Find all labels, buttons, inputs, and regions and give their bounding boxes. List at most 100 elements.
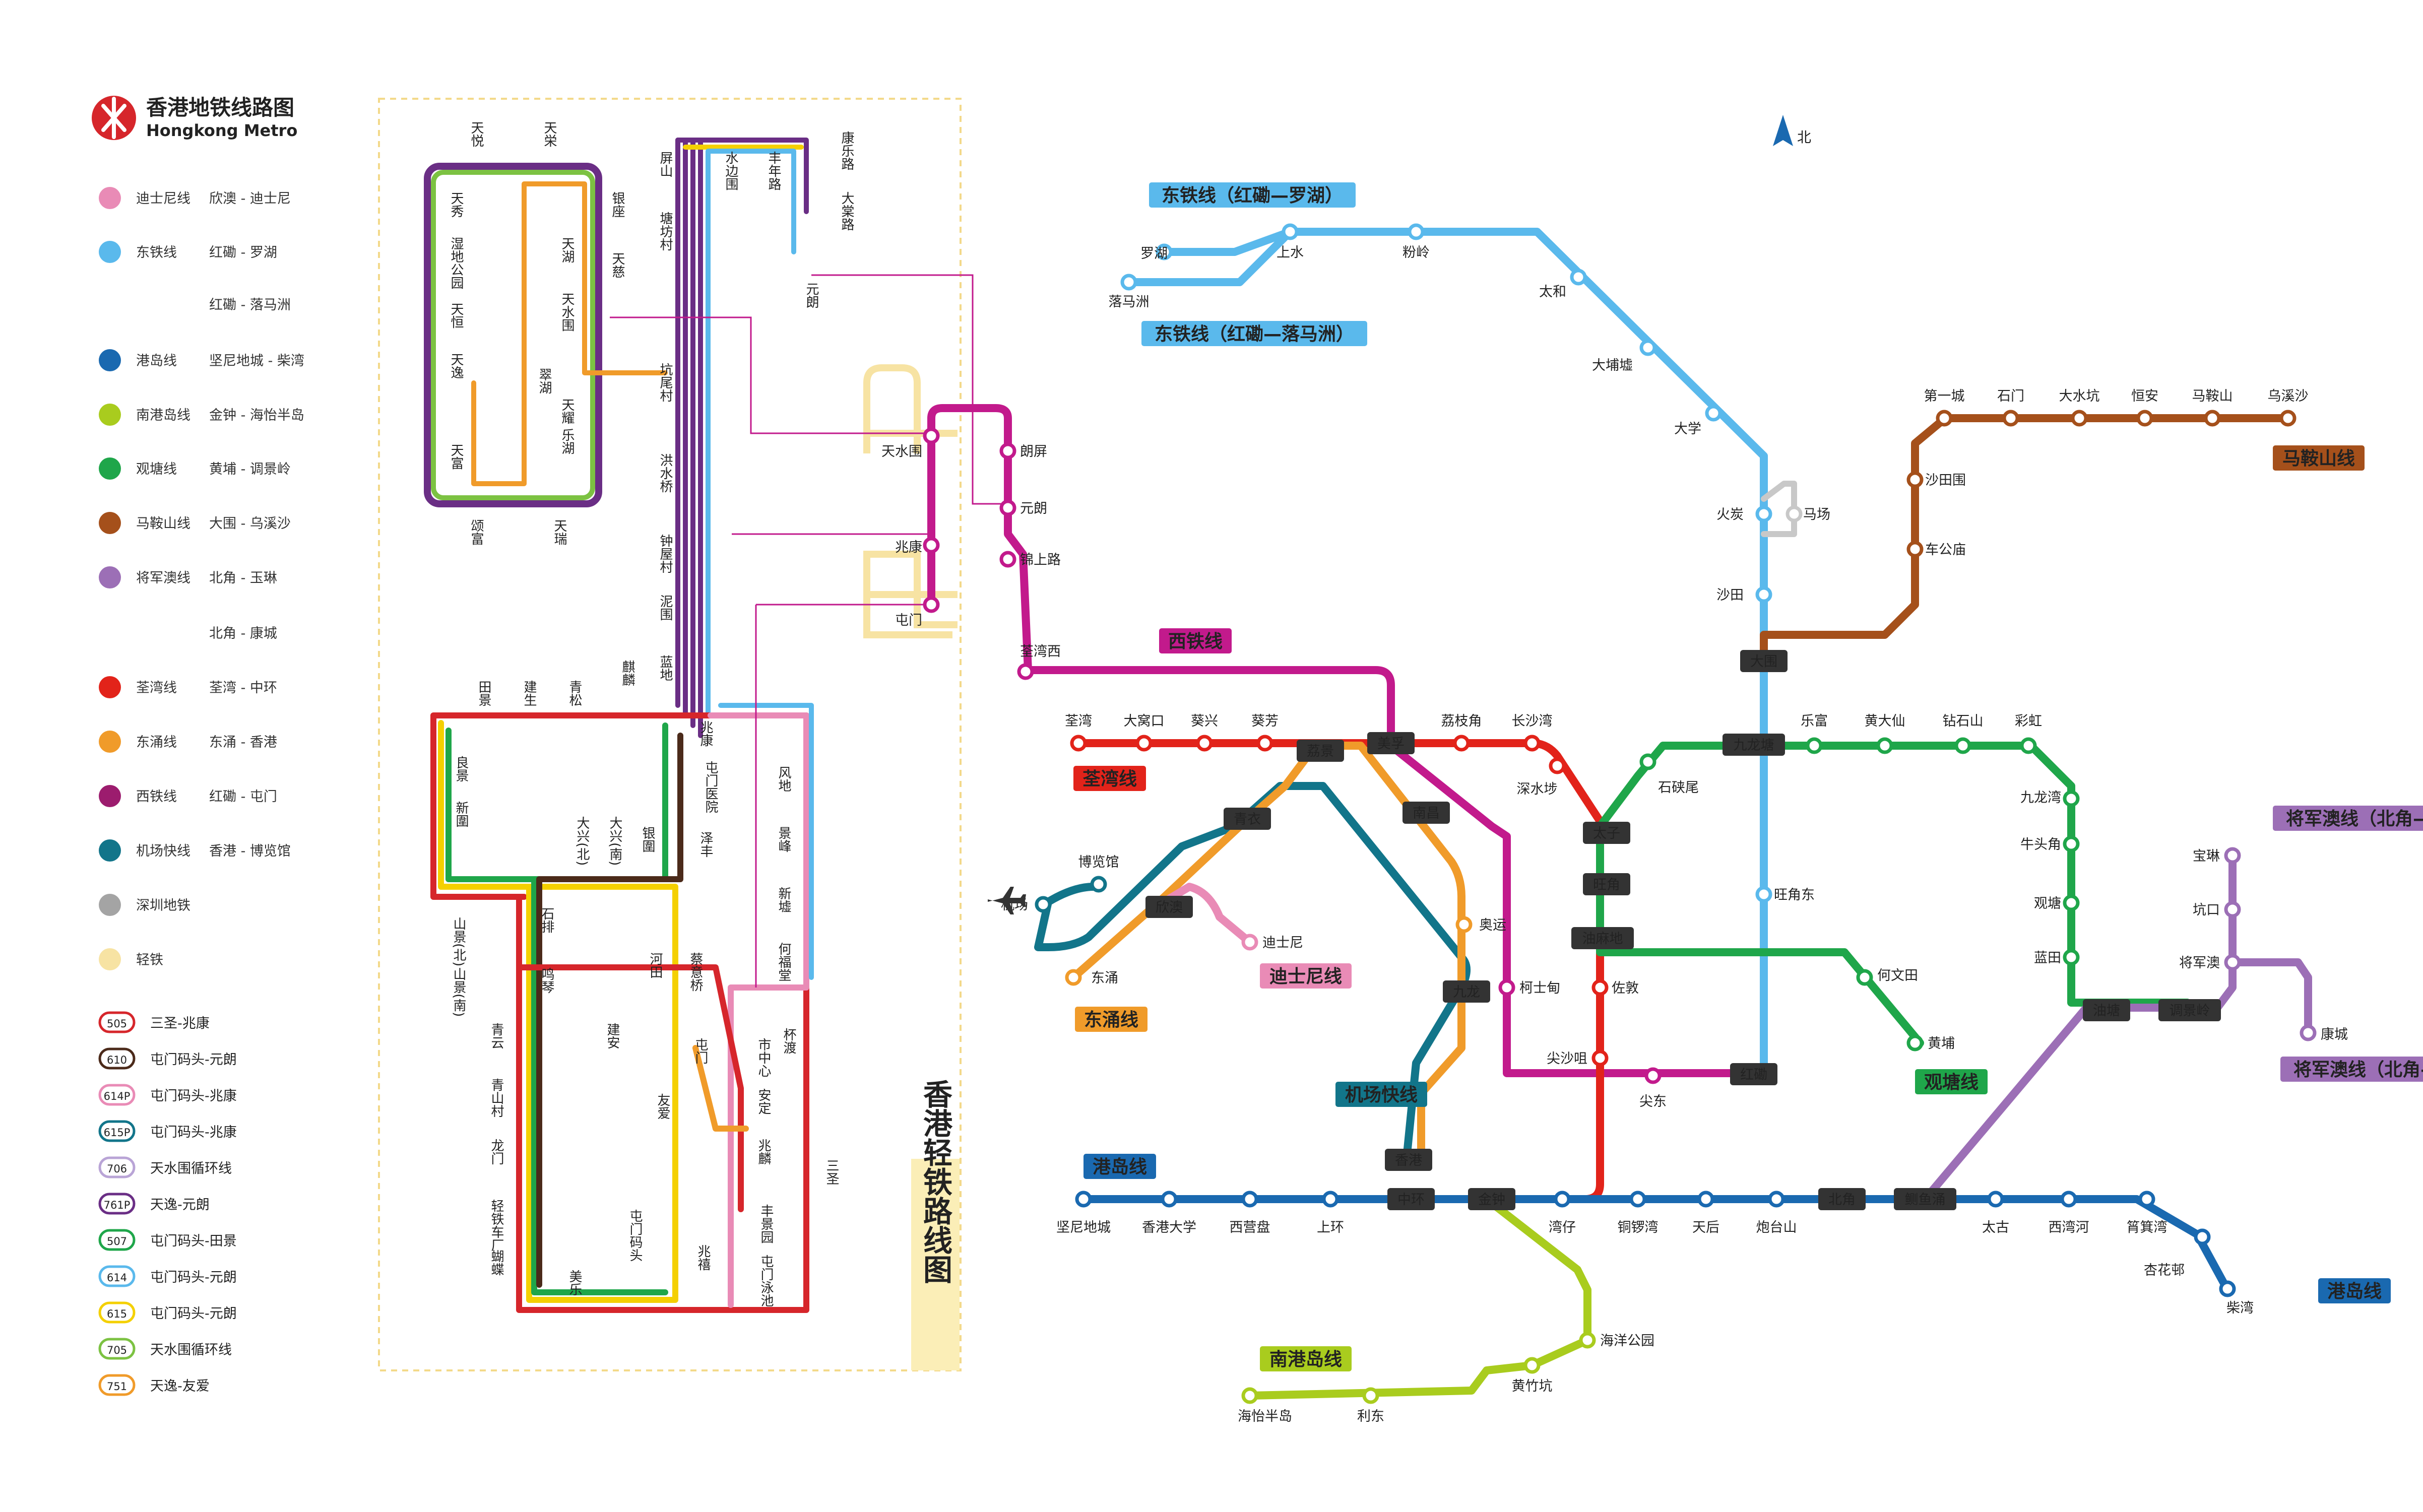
station-marker[interactable] [1906,541,1924,558]
station-marker[interactable] [1987,1191,2004,1208]
station-marker[interactable] [1936,410,1953,427]
station-marker[interactable] [1579,1332,1596,1349]
station-marker[interactable] [2063,894,2080,911]
station-marker[interactable] [999,442,1016,459]
interchange-box[interactable] [1730,1063,1777,1085]
station-marker[interactable] [2063,790,2080,807]
station-marker[interactable] [1554,1191,1571,1208]
interchange-box[interactable] [1387,1188,1435,1210]
station-marker[interactable] [1196,735,1213,752]
station-marker[interactable] [2224,954,2241,971]
station-marker[interactable] [1156,243,1173,260]
station-marker[interactable] [1755,505,1772,522]
station-marker[interactable] [2224,901,2241,918]
station-marker[interactable] [1453,735,1470,752]
station-marker[interactable] [2204,410,2221,427]
station-marker[interactable] [1697,1191,1714,1208]
station-marker[interactable] [1906,1034,1924,1051]
station-marker[interactable] [1282,223,1299,240]
station-marker[interactable] [2136,410,2153,427]
station-marker[interactable] [1629,1191,1646,1208]
station-marker[interactable] [1876,737,1893,754]
interchange-box[interactable] [1740,650,1788,672]
station-marker[interactable] [1591,1049,1609,1067]
station-marker[interactable] [923,427,940,444]
interchange-box[interactable] [1224,808,1271,830]
station-marker[interactable] [1523,735,1541,752]
station-label: 葵兴 [1191,713,1218,729]
interchange-box[interactable] [1367,732,1415,754]
station-marker[interactable] [2020,737,2037,754]
station-marker[interactable] [999,551,1016,568]
legend-line-name: 马鞍山线 [136,516,190,532]
station-marker[interactable] [1954,737,1971,754]
interchange-box[interactable] [1468,1188,1515,1210]
station-marker[interactable] [2279,410,2297,427]
station-marker[interactable] [1906,471,1924,488]
station-marker[interactable] [1806,737,1823,754]
station-marker[interactable] [1498,979,1515,996]
station-marker[interactable] [1120,274,1137,291]
station-marker[interactable] [1549,757,1566,774]
mtr-logo-mark [101,97,126,139]
station-marker[interactable] [1768,1191,1785,1208]
interchange-box[interactable] [1894,1188,1956,1210]
station-marker[interactable] [2219,1280,2236,1297]
station-marker[interactable] [2224,847,2241,864]
station-marker[interactable] [1135,735,1153,752]
station-marker[interactable] [1755,586,1772,603]
interchange-box[interactable] [2158,999,2221,1021]
station-marker[interactable] [2002,410,2019,427]
station-marker[interactable] [923,596,940,613]
station-marker[interactable] [2300,1024,2317,1041]
station-marker[interactable] [1786,505,1803,522]
station-marker[interactable] [1570,269,1587,286]
map-subtitle: Hongkong Metro [146,121,297,140]
station-marker[interactable] [1065,969,1082,986]
interchange-box[interactable] [1402,802,1450,824]
station-marker[interactable] [1591,979,1609,996]
station-marker[interactable] [1090,876,1107,893]
station-marker[interactable] [1256,735,1273,752]
interchange-box[interactable] [1583,822,1630,844]
station-marker[interactable] [2194,1228,2211,1245]
station-marker[interactable] [1705,405,1722,422]
station-marker[interactable] [1075,1191,1092,1208]
interchange-box[interactable] [1145,896,1193,918]
station-marker[interactable] [2071,410,2088,427]
station-marker[interactable] [2138,1191,2155,1208]
station-marker[interactable] [1070,735,1087,752]
interchange-box[interactable] [1818,1188,1866,1210]
interchange-box[interactable] [1385,1149,1432,1171]
interchange-box[interactable] [1723,734,1785,756]
station-marker[interactable] [1241,1191,1258,1208]
station-marker[interactable] [1408,223,1425,240]
station-marker[interactable] [1017,663,1034,680]
station-marker[interactable] [1755,886,1772,903]
station-marker[interactable] [999,499,1016,516]
station-marker[interactable] [1856,969,1873,986]
station-marker[interactable] [1455,916,1473,933]
interchange-box[interactable] [1297,740,1344,762]
station-marker[interactable] [2063,949,2080,966]
station-marker[interactable] [1161,1191,1178,1208]
station-marker[interactable] [1644,1067,1662,1084]
station-marker[interactable] [2060,1191,2077,1208]
interchange-box[interactable] [1583,873,1630,895]
station-marker[interactable] [923,537,940,554]
station-marker[interactable] [1362,1387,1379,1404]
station-marker[interactable] [1241,1387,1258,1404]
interchange-label: 欣澳 [1156,900,1183,915]
station-label: 杏花邨 [2144,1263,2185,1278]
lrt-stop-label: 银座 [610,191,625,218]
station-marker[interactable] [1639,753,1656,770]
interchange-box[interactable] [1571,927,1634,949]
station-marker[interactable] [1523,1357,1541,1374]
interchange-box[interactable] [1443,980,1490,1003]
station-marker[interactable] [1241,934,1258,951]
station-marker[interactable] [1035,896,1052,913]
interchange-box[interactable] [2083,999,2130,1021]
station-marker[interactable] [1322,1191,1339,1208]
station-marker[interactable] [2063,835,2080,852]
station-marker[interactable] [1639,339,1656,356]
